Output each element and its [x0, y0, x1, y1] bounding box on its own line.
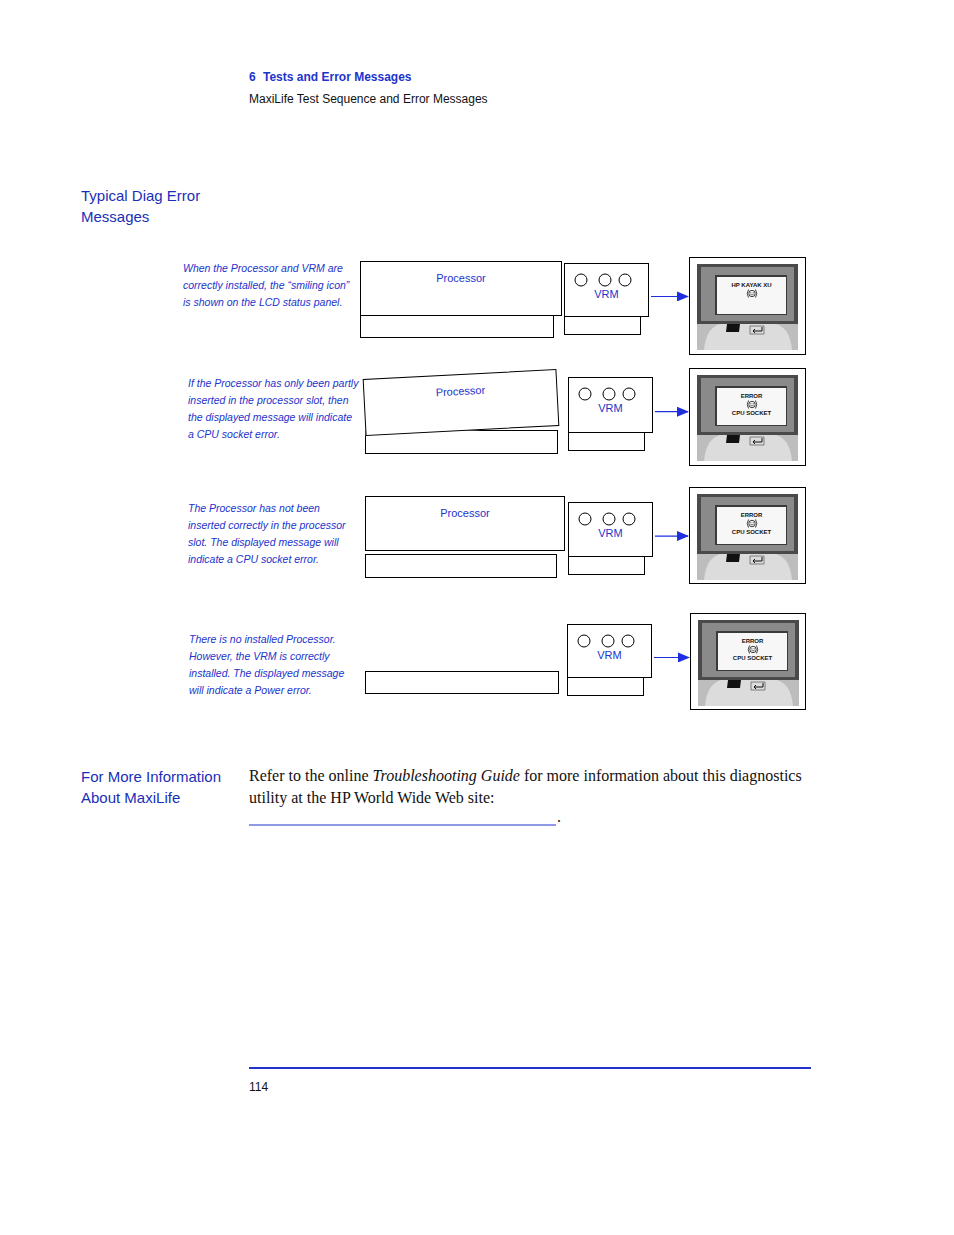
processor-label: Processor	[361, 272, 561, 284]
lcd-screen-text: ERROR CPU SOCKET	[718, 637, 787, 662]
lcd-message: ERROR	[741, 392, 763, 400]
processor-card: Processor	[365, 496, 565, 551]
lcd-status-panel: ERROR CPU SOCKET	[689, 368, 806, 466]
arrow-connector	[654, 657, 689, 658]
note-text: The Processor has not been inserted corr…	[188, 500, 360, 568]
arrow-connector	[655, 411, 688, 412]
smiling-icon	[746, 289, 758, 298]
processor-socket	[366, 555, 557, 578]
vrm-leds	[565, 264, 640, 288]
processor-label: Processor	[366, 507, 564, 519]
lcd-panel-art	[690, 258, 805, 354]
arrow-connector	[655, 535, 688, 536]
smiling-icon	[747, 645, 759, 654]
vrm-leds	[568, 625, 643, 649]
lcd-message: ERROR	[741, 511, 763, 519]
body-paragraph: Refer to the online Troubleshooting Guid…	[249, 765, 814, 809]
vrm-leds	[569, 503, 644, 527]
lcd-message: CPU SOCKET	[733, 654, 772, 662]
lcd-status-panel: HP KAYAK XU	[689, 257, 806, 355]
period: .	[557, 808, 561, 826]
vrm-socket	[568, 678, 644, 696]
processor-socket	[361, 316, 554, 338]
vrm-module: VRM	[567, 624, 652, 678]
lcd-status-panel: ERROR CPU SOCKET	[690, 613, 806, 710]
processor-card: Processor	[360, 261, 562, 316]
lcd-status-panel: ERROR CPU SOCKET	[689, 487, 806, 584]
lcd-panel-art	[690, 369, 805, 465]
processor-socket	[366, 672, 559, 694]
vrm-label: VRM	[568, 649, 651, 661]
section-title: MaxiLife Test Sequence and Error Message…	[249, 92, 488, 106]
body-text: Refer to the online	[249, 767, 369, 784]
lcd-panel-art	[691, 614, 805, 709]
vrm-label: VRM	[565, 288, 648, 300]
lcd-message: HP KAYAK XU	[731, 281, 771, 289]
processor-label: Processor	[364, 380, 556, 402]
page-number: 114	[249, 1080, 268, 1094]
guide-title: Troubleshooting Guide	[373, 767, 520, 784]
vrm-module: VRM	[568, 377, 653, 433]
note-text: There is no installed Processor. However…	[189, 631, 361, 699]
lcd-panel-art	[690, 488, 805, 583]
lcd-screen-text: HP KAYAK XU	[717, 281, 786, 298]
lcd-screen-text: ERROR CPU SOCKET	[717, 511, 786, 536]
url-blank-line	[249, 825, 556, 826]
lcd-message: ERROR	[742, 637, 764, 645]
side-heading: For More Information About MaxiLife	[81, 766, 241, 808]
vrm-module: VRM	[568, 502, 653, 557]
note-text: If the Processor has only been partly in…	[188, 375, 360, 443]
vrm-label: VRM	[569, 402, 652, 414]
vrm-module: VRM	[564, 263, 649, 317]
lcd-message: CPU SOCKET	[732, 528, 771, 536]
chapter-title: Tests and Error Messages	[263, 70, 412, 84]
smiling-icon	[746, 519, 758, 528]
side-heading: Typical Diag Error Messages	[81, 185, 231, 227]
note-text: When the Processor and VRM are correctly…	[183, 260, 355, 311]
vrm-leds	[569, 378, 644, 402]
smiling-icon	[746, 400, 758, 409]
vrm-socket	[569, 433, 645, 451]
lcd-screen-text: ERROR CPU SOCKET	[717, 392, 786, 417]
lcd-message: CPU SOCKET	[732, 409, 771, 417]
footer-rule	[249, 1067, 811, 1069]
vrm-socket	[565, 317, 641, 335]
chapter-number: 6	[249, 70, 256, 84]
vrm-label: VRM	[569, 527, 652, 539]
vrm-socket	[569, 557, 645, 575]
arrow-connector	[651, 296, 688, 297]
processor-card: Processor	[363, 369, 560, 436]
